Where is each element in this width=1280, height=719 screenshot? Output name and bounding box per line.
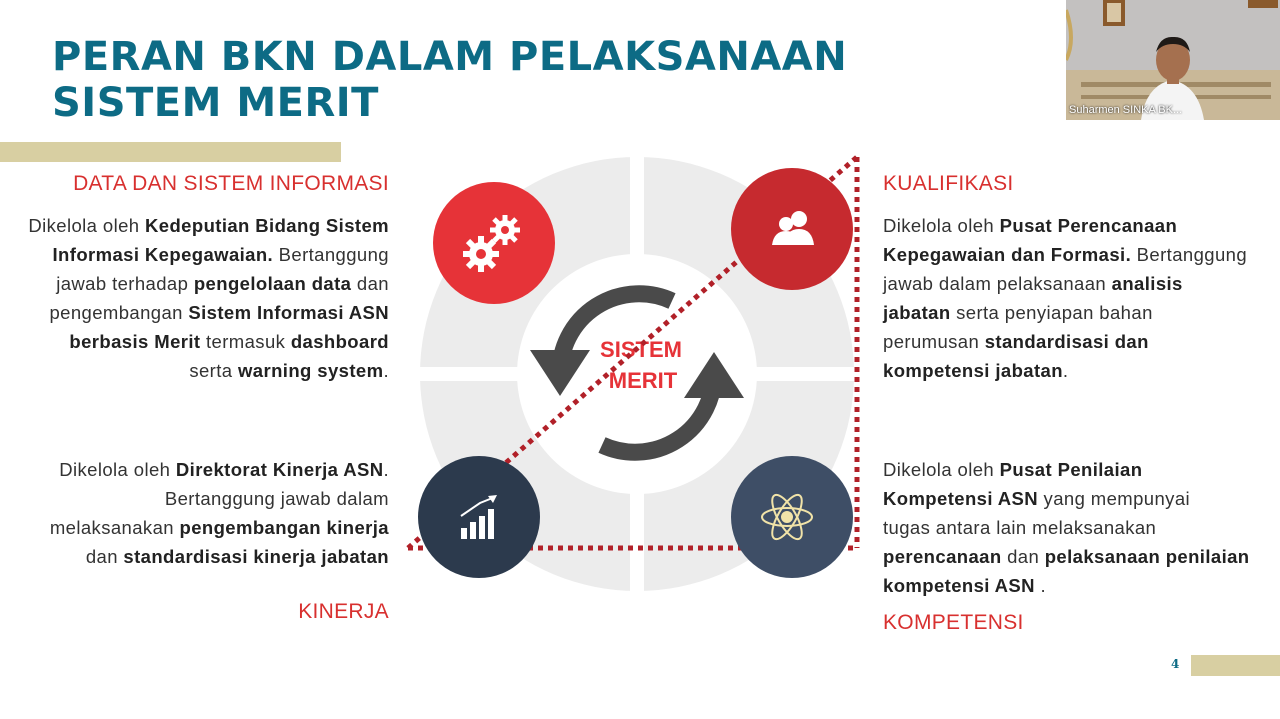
emphasis-text: warning system <box>238 360 384 381</box>
emphasis-text: standardisasi kinerja jabatan <box>123 546 389 567</box>
body-text: Bertanggung jawab dalam <box>164 488 389 509</box>
desc-line: Kepegawaian dan Formasi. Bertanggung <box>883 240 1268 269</box>
body-text: Bertanggung <box>273 244 389 265</box>
webcam-participant-name: Suharmen SINKA BK... <box>1069 104 1183 116</box>
emphasis-text: standardisasi dan <box>984 331 1149 352</box>
emphasis-text: pelaksanaan penilaian <box>1044 546 1250 567</box>
desc-line: Bertanggung jawab dalam <box>9 484 389 513</box>
desc-line: jawab dalam pelaksanaan analisis <box>883 269 1268 298</box>
emphasis-text: Sistem Informasi ASN <box>188 302 389 323</box>
gears-icon <box>463 215 520 272</box>
people-icon <box>772 211 814 245</box>
emphasis-text: Direktorat Kinerja ASN <box>175 459 384 480</box>
body-text: pengembangan <box>49 302 189 323</box>
emphasis-text: Informasi Kepegawaian. <box>52 244 274 265</box>
title-underline-bar <box>0 142 341 162</box>
body-text: . <box>1062 360 1069 381</box>
emphasis-text: Pusat Perencanaan <box>999 215 1178 236</box>
desc-line: Dikelola oleh Pusat Perencanaan <box>883 211 1268 240</box>
desc-kinerja: Dikelola oleh Direktorat Kinerja ASN. Ber… <box>9 455 389 571</box>
body-text: jawab dalam pelaksanaan <box>883 273 1112 294</box>
emphasis-text: Kepegawaian dan Formasi. <box>883 244 1132 265</box>
center-label-line-1: SISTEM <box>600 337 682 362</box>
heading-data-sistem-informasi: DATA DAN SISTEM INFORMASI <box>73 172 389 195</box>
desc-line: perumusan standardisasi dan <box>883 327 1268 356</box>
heading-kinerja: KINERJA <box>298 600 389 623</box>
desc-line: Kompetensi ASN yang mempunyai <box>883 484 1273 513</box>
body-text: Bertanggung <box>1131 244 1248 265</box>
footer-accent-bar <box>1191 655 1280 676</box>
body-text: . <box>383 360 389 381</box>
body-text: tugas antara lain melaksanakan <box>883 517 1157 538</box>
body-text: yang mempunyai <box>1038 488 1191 509</box>
slide-title-line-2: SISTEM MERIT <box>52 80 379 126</box>
emphasis-text: Kedeputian Bidang Sistem <box>145 215 389 236</box>
body-text: Dikelola oleh <box>28 215 146 236</box>
body-text: melaksanakan <box>49 517 180 538</box>
atom-icon <box>761 493 813 541</box>
body-text: dan <box>351 273 389 294</box>
circle-kualifikasi <box>731 168 853 290</box>
cycle-arrow-head-left <box>530 350 590 396</box>
cycle-arrow-head-right <box>684 352 744 398</box>
heading-kompetensi: KOMPETENSI <box>883 611 1024 634</box>
emphasis-text: pengelolaan data <box>193 273 352 294</box>
emphasis-text: analisis <box>1111 273 1183 294</box>
slide-title: PERAN BKN DALAM PELAKSANAAN SISTEM MERIT <box>52 34 847 126</box>
webcam-video-tile[interactable]: Suharmen SINKA BK... <box>1066 0 1280 120</box>
body-text: serta penyiapan bahan <box>950 302 1153 323</box>
desc-line: pengembangan Sistem Informasi ASN <box>9 298 389 327</box>
webcam-scene <box>1066 0 1280 120</box>
desc-line: perencanaan dan pelaksanaan penilaian <box>883 542 1273 571</box>
desc-line: berbasis Merit termasuk dashboard <box>9 327 389 356</box>
desc-line: jabatan serta penyiapan bahan <box>883 298 1268 327</box>
body-text: dan <box>85 546 124 567</box>
body-text: perumusan <box>883 331 985 352</box>
emphasis-text: jabatan <box>883 302 951 323</box>
desc-line: Dikelola oleh Kedeputian Bidang Sistem <box>9 211 389 240</box>
body-text: jawab terhadap <box>56 273 194 294</box>
body-text: dan <box>1001 546 1045 567</box>
desc-line: melaksanakan pengembangan kinerja <box>9 513 389 542</box>
merit-system-diagram: SISTEM MERIT <box>400 140 870 610</box>
body-text: termasuk <box>200 331 291 352</box>
emphasis-text: kompetensi jabatan <box>883 360 1063 381</box>
desc-line: Dikelola oleh Direktorat Kinerja ASN. <box>9 455 389 484</box>
desc-line: tugas antara lain melaksanakan <box>883 513 1273 542</box>
center-label-line-2: MERIT <box>609 368 678 393</box>
emphasis-text: Kompetensi ASN <box>883 488 1038 509</box>
body-text: serta <box>189 360 239 381</box>
emphasis-text: pengembangan kinerja <box>179 517 389 538</box>
desc-line: serta warning system. <box>9 356 389 385</box>
page-number: 4 <box>1171 657 1180 671</box>
desc-line: Informasi Kepegawaian. Bertanggung <box>9 240 389 269</box>
desc-line: jawab terhadap pengelolaan data dan <box>9 269 389 298</box>
desc-line: kompetensi jabatan. <box>883 356 1268 385</box>
body-text: Dikelola oleh <box>883 459 1000 480</box>
growth-chart-icon <box>460 495 497 539</box>
body-text: . <box>383 459 389 480</box>
slide-title-line-1: PERAN BKN DALAM PELAKSANAAN <box>52 34 848 80</box>
body-text: Dikelola oleh <box>59 459 176 480</box>
desc-line: Dikelola oleh Pusat Penilaian <box>883 455 1273 484</box>
heading-kualifikasi: KUALIFIKASI <box>883 172 1014 195</box>
emphasis-text: Pusat Penilaian <box>999 459 1143 480</box>
emphasis-text: kompetensi ASN <box>883 575 1035 596</box>
desc-line: kompetensi ASN . <box>883 571 1273 600</box>
body-text: . <box>1034 575 1047 596</box>
emphasis-text: dashboard <box>290 331 389 352</box>
emphasis-text: berbasis Merit <box>69 331 201 352</box>
emphasis-text: perencanaan <box>883 546 1002 567</box>
desc-line: dan standardisasi kinerja jabatan <box>9 542 389 571</box>
body-text: Dikelola oleh <box>883 215 1000 236</box>
